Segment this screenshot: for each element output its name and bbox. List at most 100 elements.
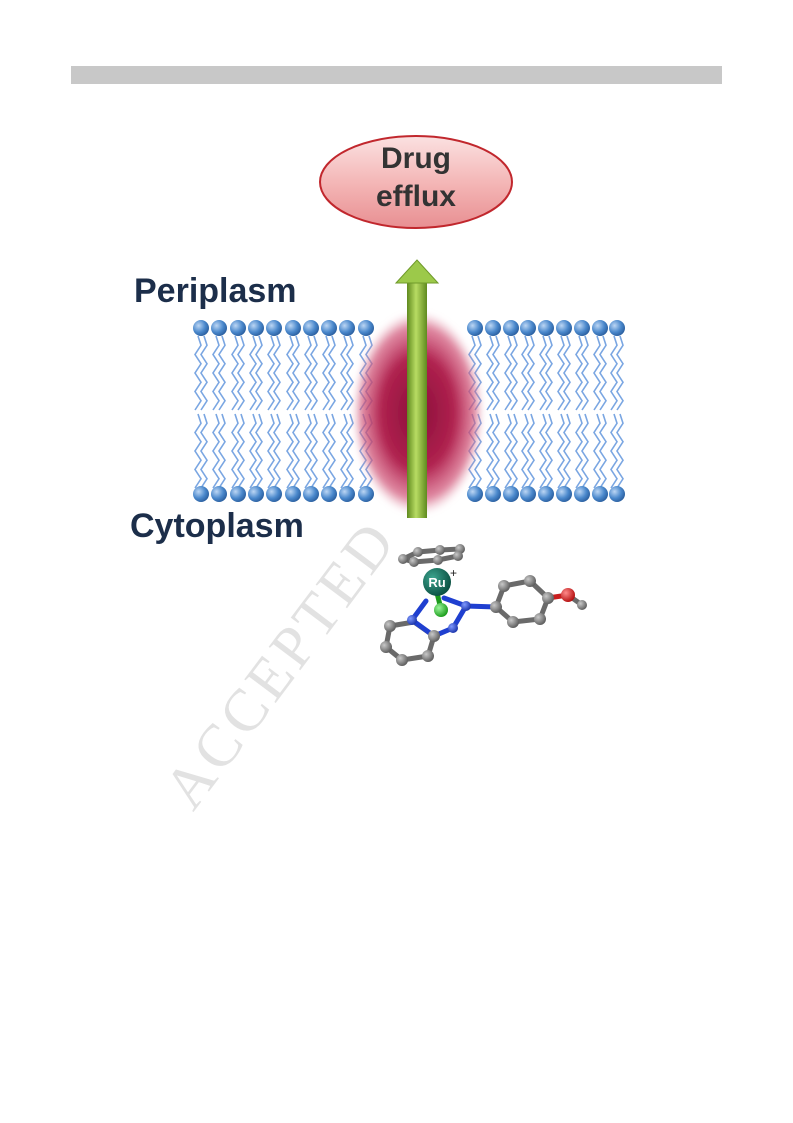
lipid-tail (521, 413, 529, 489)
ruthenium-complex: Ru + (380, 544, 587, 666)
lipid-tail (563, 335, 571, 411)
lipid-head (609, 320, 625, 336)
lipid-tails-inner (194, 413, 624, 489)
lipid-heads-outer (193, 320, 625, 336)
lipid-tail (237, 413, 245, 489)
lipid-head (248, 486, 264, 502)
lipid-tail (610, 413, 618, 489)
lipid-head (285, 320, 301, 336)
lipid-tail (322, 335, 330, 411)
lipid-tail (292, 335, 300, 411)
lipid-head (574, 486, 590, 502)
lipid-tail (539, 413, 547, 489)
lipid-head (467, 320, 483, 336)
lipid-tail (273, 335, 281, 411)
lipid-head (503, 486, 519, 502)
lipid-tail (273, 413, 281, 489)
header-bar (71, 66, 722, 84)
lipid-tail (292, 413, 300, 489)
lipid-tail (557, 335, 565, 411)
lipid-tail (322, 413, 330, 489)
efflux-arrow (394, 259, 440, 518)
lipid-tail (510, 413, 518, 489)
lipid-tail (346, 413, 354, 489)
lipid-head (321, 486, 337, 502)
lipid-head (266, 486, 282, 502)
lipid-head (556, 320, 572, 336)
lipid-tail (218, 335, 226, 411)
lipid-head (520, 486, 536, 502)
lipid-tail (581, 413, 589, 489)
lipid-head (303, 486, 319, 502)
lipid-tail (492, 335, 500, 411)
lipid-tail (346, 335, 354, 411)
lipid-head (193, 320, 209, 336)
lipid-tail (255, 335, 263, 411)
lipid-head (211, 320, 227, 336)
lipid-head (303, 320, 319, 336)
lipid-bilayer (193, 320, 625, 502)
lipid-tail (545, 413, 553, 489)
lipid-head (211, 486, 227, 502)
lipid-tail (486, 335, 494, 411)
lipid-head (592, 320, 608, 336)
drug-efflux-badge: Drug efflux (319, 135, 513, 229)
lipid-tail (200, 335, 208, 411)
periplasm-label: Periplasm (134, 272, 297, 310)
lipid-tail (581, 335, 589, 411)
efflux-label-line1: Drug (381, 142, 451, 175)
charge-label: + (450, 566, 457, 580)
lipid-tail (486, 413, 494, 489)
lipid-tail (310, 413, 318, 489)
lipid-tail (545, 335, 553, 411)
lipid-head (503, 320, 519, 336)
lipid-tail (286, 335, 294, 411)
lipid-head (358, 320, 374, 336)
lipid-tail (521, 335, 529, 411)
lipid-head (609, 486, 625, 502)
oxygen-atom (561, 588, 575, 602)
lipid-tail (593, 413, 601, 489)
efflux-label-line2: efflux (376, 180, 456, 213)
lipid-tail (267, 335, 275, 411)
lipid-tail (304, 335, 312, 411)
lipid-tail (249, 335, 257, 411)
lipid-head (248, 320, 264, 336)
lipid-tail (231, 413, 239, 489)
lipid-head (538, 486, 554, 502)
lipid-tail (599, 413, 607, 489)
lipid-tail (539, 335, 547, 411)
lipid-tail (200, 413, 208, 489)
lipid-tail (218, 413, 226, 489)
lipid-tail (231, 335, 239, 411)
lipid-tail (575, 335, 583, 411)
lipid-head (339, 486, 355, 502)
lipid-tail (599, 335, 607, 411)
lipid-tail (340, 413, 348, 489)
lipid-tail (527, 335, 535, 411)
lipid-tail (504, 413, 512, 489)
lipid-tail (212, 335, 220, 411)
lipid-tail (510, 335, 518, 411)
lipid-tail (194, 413, 202, 489)
lipid-head (485, 320, 501, 336)
lipid-tail (212, 413, 220, 489)
lipid-head (556, 486, 572, 502)
lipid-tail (340, 335, 348, 411)
lipid-head (193, 486, 209, 502)
lipid-tail (616, 413, 624, 489)
lipid-heads-inner (193, 486, 625, 502)
lipid-head (520, 320, 536, 336)
lipid-tail (255, 413, 263, 489)
lipid-tail (328, 335, 336, 411)
lipid-tail (237, 335, 245, 411)
lipid-tail (557, 413, 565, 489)
lipid-head (266, 320, 282, 336)
lipid-tail (504, 335, 512, 411)
lipid-head (285, 486, 301, 502)
lipid-tail (267, 413, 275, 489)
lipid-head (467, 486, 483, 502)
lipid-head (230, 486, 246, 502)
lipid-tail (593, 335, 601, 411)
